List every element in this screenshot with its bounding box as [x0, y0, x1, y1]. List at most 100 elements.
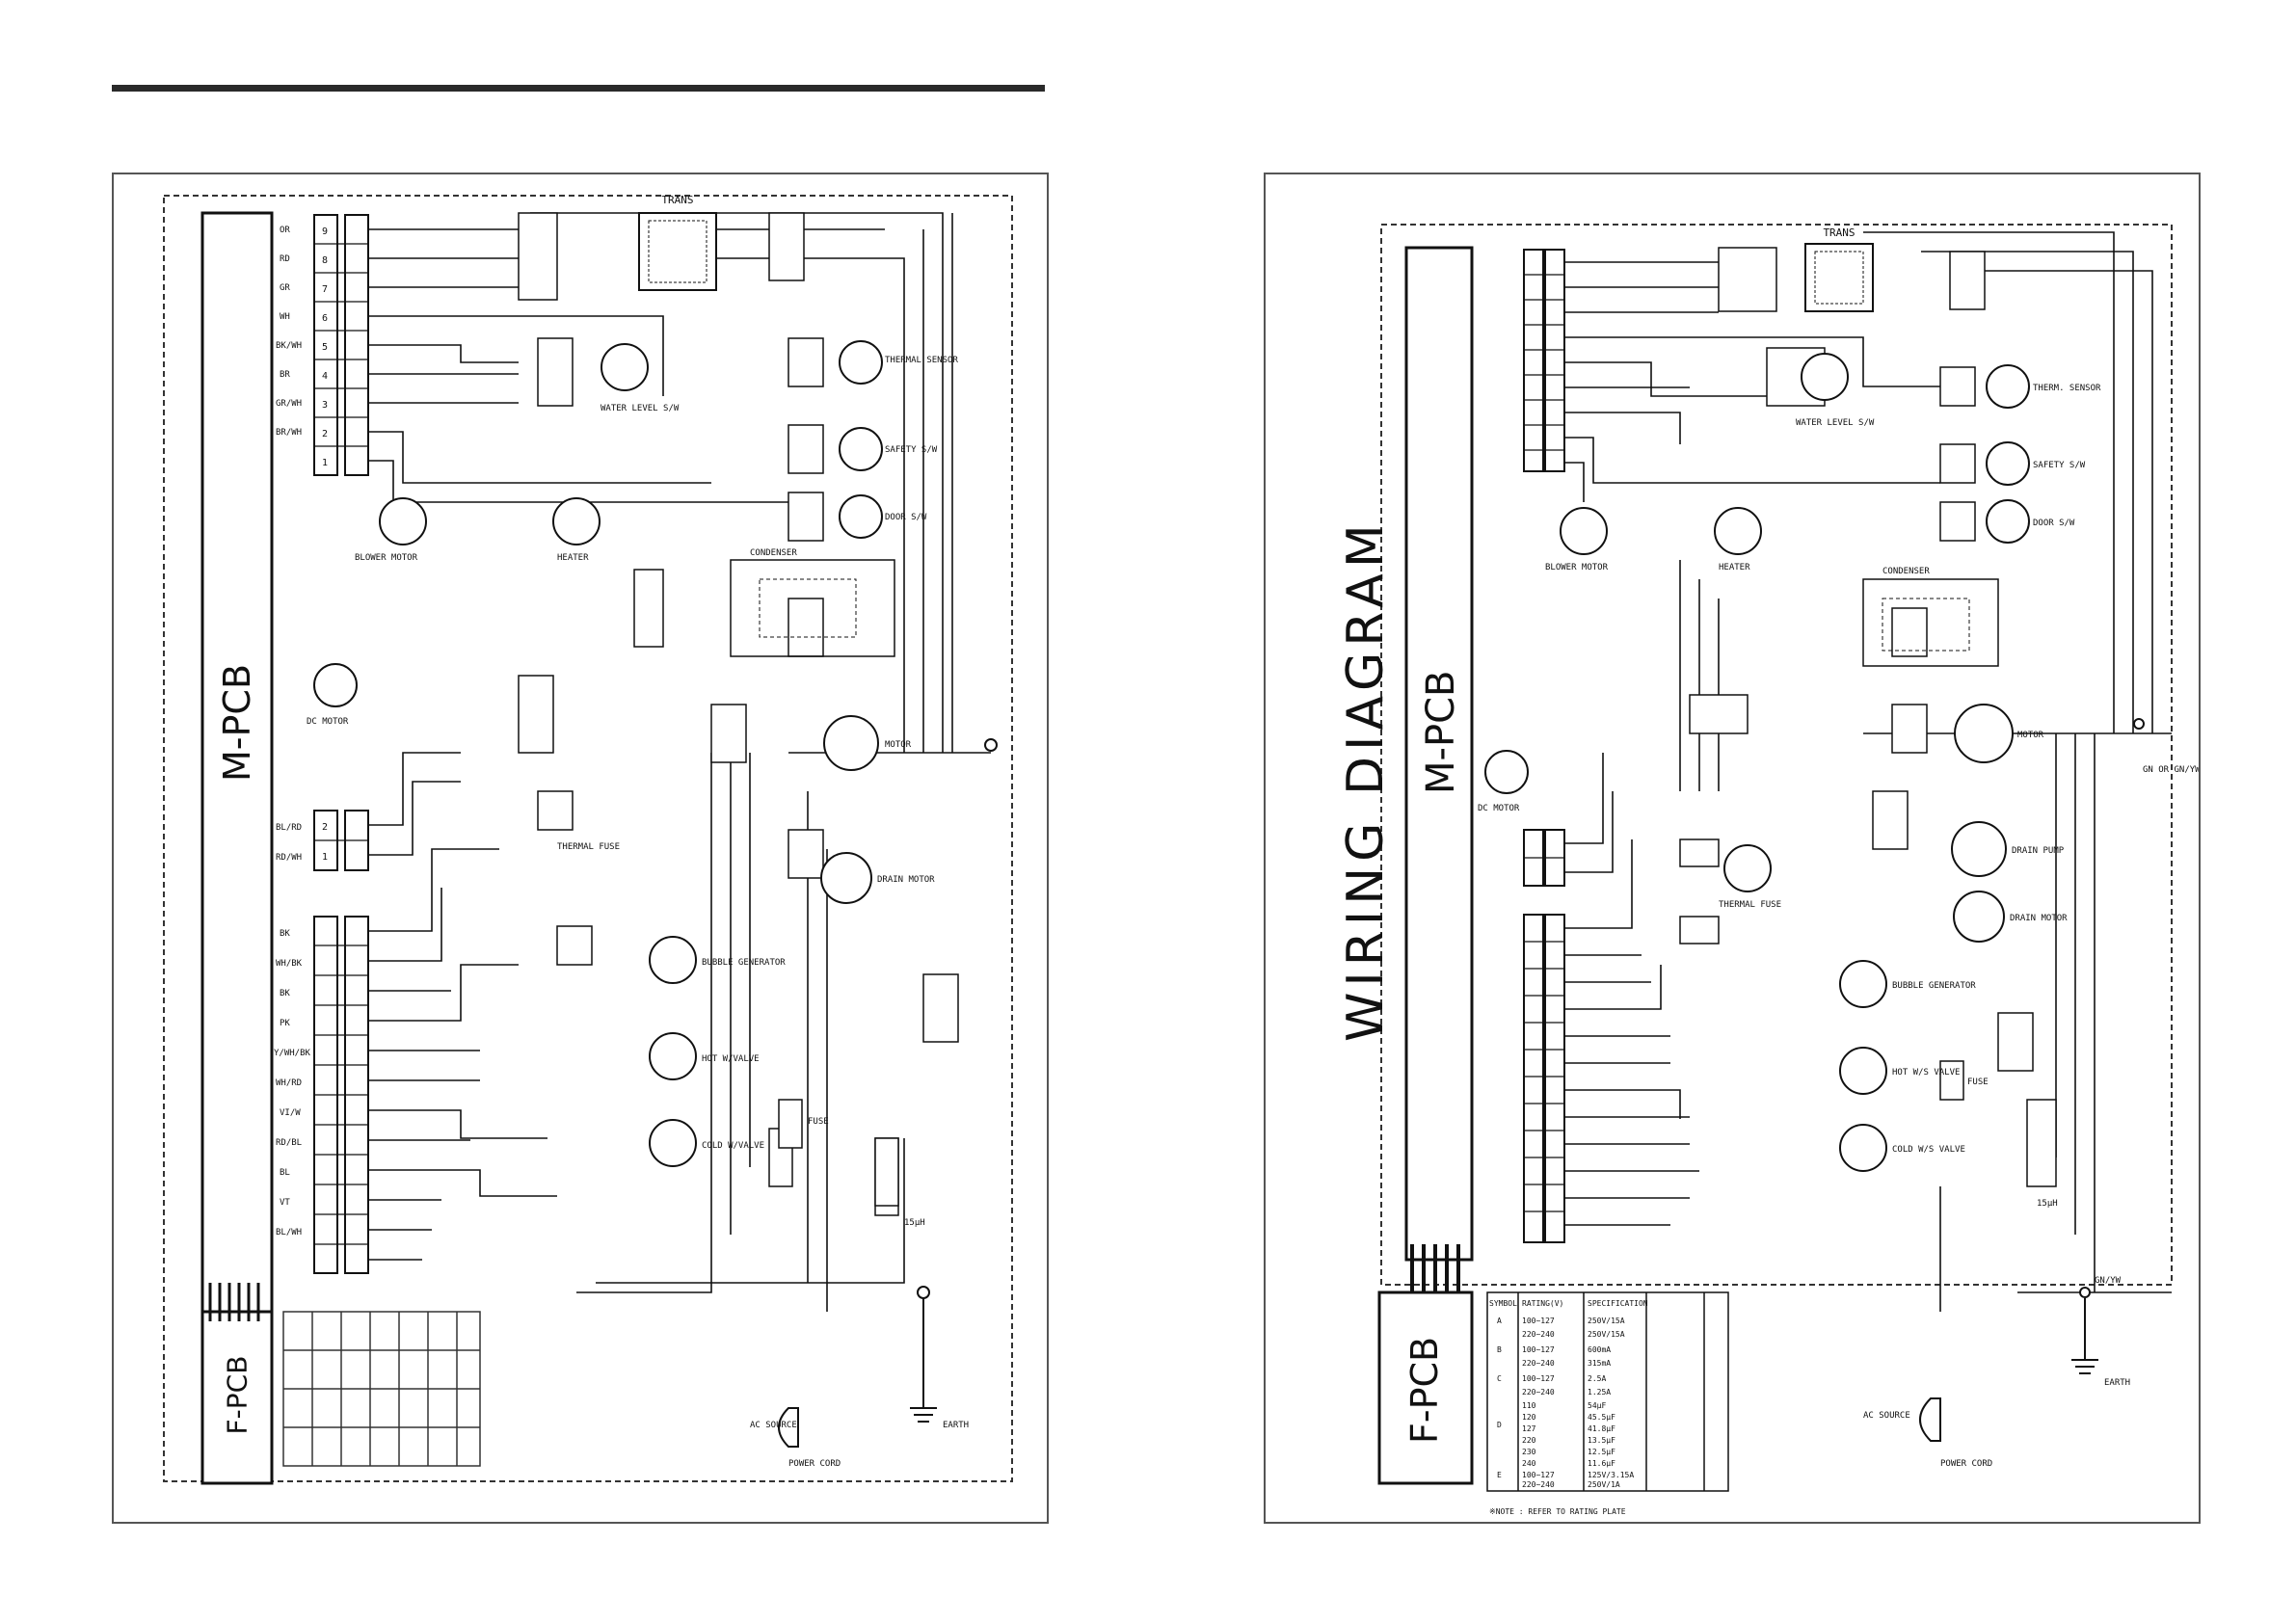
left-label-motor: MOTOR	[885, 740, 912, 750]
svg-text:PK: PK	[280, 1019, 290, 1028]
left-label-hot-valve: HOT W/VALVE	[702, 1054, 760, 1064]
svg-text:125V/3.15A: 125V/3.15A	[1588, 1471, 1634, 1479]
svg-text:WH/BK: WH/BK	[276, 959, 303, 969]
left-pin-5: 5	[322, 342, 328, 353]
svg-text:220: 220	[1522, 1436, 1536, 1445]
fuse-symbol	[778, 1099, 803, 1149]
right-label-drain-pump: DRAIN PUMP	[2012, 846, 2065, 856]
left-mid-pin-1: 1	[322, 852, 328, 863]
svg-text:E: E	[1497, 1471, 1502, 1479]
svg-text:250V/15A: 250V/15A	[1588, 1317, 1625, 1325]
condenser-box	[1862, 578, 1999, 667]
svg-text:WH: WH	[280, 312, 290, 322]
svg-text:12.5μF: 12.5μF	[1588, 1448, 1615, 1456]
svg-text:D: D	[1497, 1421, 1502, 1429]
svg-text:RD/WH: RD/WH	[276, 853, 302, 863]
svg-text:Y/WH/BK: Y/WH/BK	[274, 1049, 311, 1058]
svg-text:315mA: 315mA	[1588, 1359, 1611, 1368]
blank-table	[282, 1311, 481, 1467]
svg-text:VT: VT	[280, 1198, 290, 1208]
right-f-pcb-label: F-PCB	[1403, 1336, 1446, 1444]
svg-text:41.8μF: 41.8μF	[1588, 1424, 1615, 1433]
svg-text:SYMBOL: SYMBOL	[1489, 1299, 1517, 1308]
right-label-thermal-fuse: THERMAL FUSE	[1719, 900, 1781, 910]
svg-text:BK: BK	[280, 989, 290, 998]
left-mid-pin-2: 2	[322, 822, 328, 833]
transformer: TRANS	[638, 194, 717, 291]
left-pin-2: 2	[322, 429, 328, 439]
left-label-ac-source: AC SOURCE	[750, 1421, 797, 1430]
svg-text:600mA: 600mA	[1588, 1345, 1611, 1354]
left-label-blower: BLOWER MOTOR	[355, 553, 418, 563]
left-label-thermal-fuse: THERMAL FUSE	[557, 842, 620, 852]
svg-text:TRANS: TRANS	[1823, 226, 1855, 239]
right-label-hot-valve: HOT W/S VALVE	[1892, 1068, 1960, 1078]
left-pin-7: 7	[322, 284, 328, 295]
svg-text:BK: BK	[280, 929, 290, 939]
right-label-ac-source: AC SOURCE	[1863, 1411, 1910, 1421]
left-pin-9: 9	[322, 226, 328, 237]
left-pin-3: 3	[322, 400, 328, 411]
right-label-earth: EARTH	[2104, 1378, 2130, 1388]
svg-text:GR: GR	[280, 283, 290, 293]
svg-text:OR: OR	[280, 226, 290, 235]
svg-text:250V/15A: 250V/15A	[1588, 1330, 1625, 1339]
right-label-blower: BLOWER MOTOR	[1545, 563, 1609, 572]
right-label-fuse: FUSE	[1967, 1078, 1989, 1087]
right-label-ground-bottom: GN/YW	[2095, 1276, 2122, 1286]
spec-table	[1486, 1291, 1729, 1492]
left-label-power-cord: POWER CORD	[788, 1459, 841, 1469]
svg-text:WH/RD: WH/RD	[276, 1078, 302, 1088]
svg-text:120: 120	[1522, 1413, 1536, 1422]
svg-text:100~127: 100~127	[1522, 1374, 1555, 1383]
svg-text:100~127: 100~127	[1522, 1317, 1555, 1325]
wiring-diagram-title: WIRING DIAGRAM	[1337, 519, 1395, 1042]
left-label-thermal-sensor: THERMAL SENSOR	[885, 356, 958, 365]
left-label-fuse: FUSE	[808, 1117, 829, 1127]
connector-top	[313, 214, 369, 476]
left-wiring-diagram: TRANS	[163, 194, 1013, 1485]
left-pin-4: 4	[322, 371, 328, 382]
right-wiring-diagram: TRANS	[1377, 224, 2199, 1516]
left-label-cold-valve: COLD W/VALVE	[702, 1141, 764, 1151]
ac-plug	[1919, 1397, 1941, 1442]
earth-symbol	[2071, 1298, 2098, 1374]
svg-text:B: B	[1497, 1345, 1502, 1354]
right-label-water-level: WATER LEVEL S/W	[1796, 418, 1875, 428]
left-label-dc-motor: DC MOTOR	[307, 717, 349, 727]
condenser-box	[730, 559, 895, 657]
svg-text:100~127: 100~127	[1522, 1471, 1555, 1479]
svg-text:11.6μF: 11.6μF	[1588, 1459, 1615, 1468]
svg-text:GR/WH: GR/WH	[276, 399, 302, 409]
left-pin-8: 8	[322, 255, 328, 266]
svg-text:A: A	[1497, 1317, 1502, 1325]
left-label-inductor: 15μH	[904, 1218, 925, 1228]
header-rule	[112, 85, 1045, 92]
svg-text:13.5μF: 13.5μF	[1588, 1436, 1615, 1445]
right-label-motor: MOTOR	[2017, 731, 2044, 740]
svg-text:220~240: 220~240	[1522, 1359, 1555, 1368]
fuse-symbol	[1939, 1060, 1964, 1101]
left-label-heater: HEATER	[557, 553, 589, 563]
right-label-cold-valve: COLD W/S VALVE	[1892, 1145, 1965, 1155]
svg-text:BK/WH: BK/WH	[276, 341, 302, 351]
svg-text:250V/1A: 250V/1A	[1588, 1480, 1620, 1489]
right-label-safety: SAFETY S/W	[2033, 461, 2086, 470]
ac-plug	[778, 1407, 799, 1448]
right-label-door: DOOR S/W	[2033, 519, 2075, 528]
left-diagram-panel: TRANS	[112, 173, 1049, 1524]
right-label-heater: HEATER	[1719, 563, 1750, 572]
right-label-power-cord: POWER CORD	[1940, 1459, 1992, 1469]
svg-text:54μF: 54μF	[1588, 1401, 1606, 1410]
left-label-door: DOOR S/W	[885, 513, 927, 522]
svg-text:240: 240	[1522, 1459, 1536, 1468]
svg-text:RD/BL: RD/BL	[276, 1138, 302, 1148]
svg-text:BL/RD: BL/RD	[276, 823, 302, 833]
left-pin-6: 6	[322, 313, 328, 324]
left-f-pcb-label: F-PCB	[221, 1355, 254, 1435]
svg-text:C: C	[1497, 1374, 1502, 1383]
svg-text:110: 110	[1522, 1401, 1536, 1410]
svg-text:SPECIFICATION: SPECIFICATION	[1588, 1299, 1648, 1308]
svg-text:230: 230	[1522, 1448, 1536, 1456]
svg-text:VI/W: VI/W	[280, 1108, 301, 1118]
